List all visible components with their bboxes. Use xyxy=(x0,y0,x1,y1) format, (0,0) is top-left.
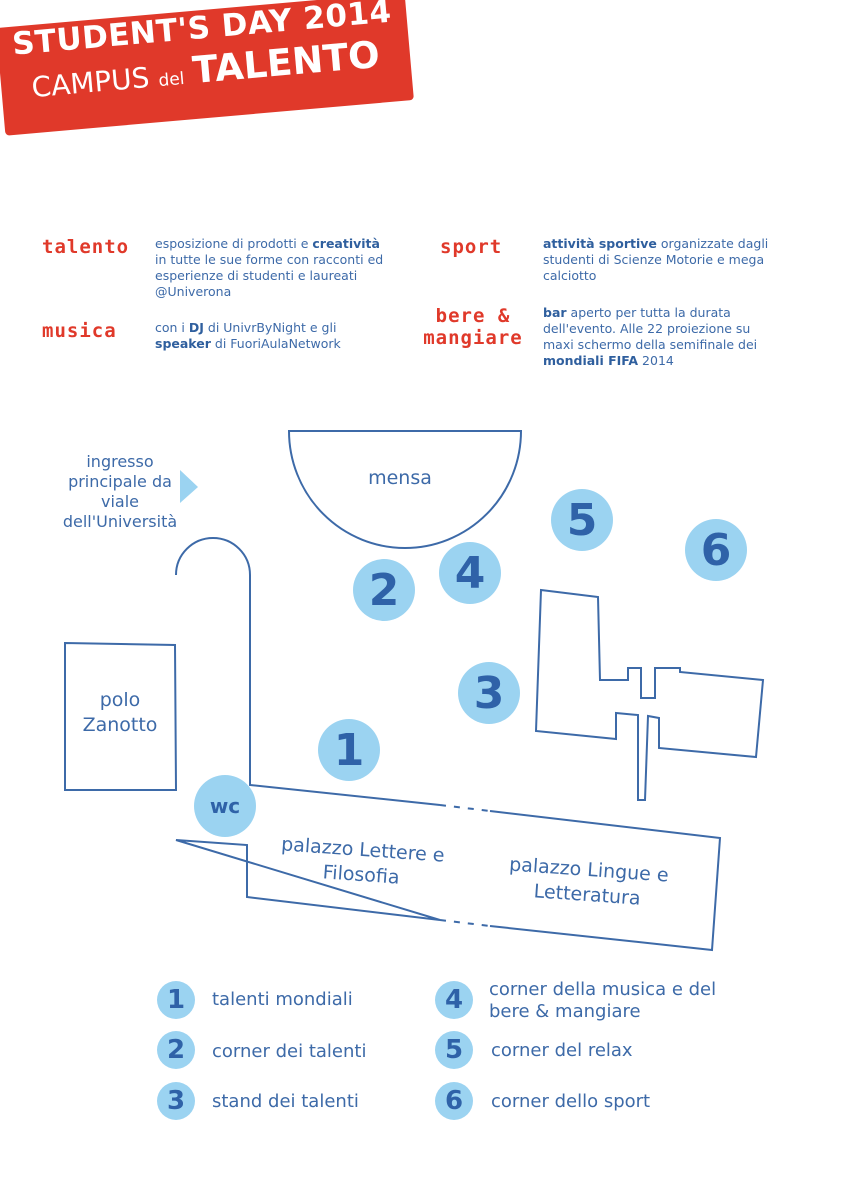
marker-1[interactable]: 1 xyxy=(318,719,380,781)
category-sport: sport xyxy=(440,236,503,258)
legend-number: 5 xyxy=(435,1031,473,1069)
category-sport-desc: attività sportive organizzate dagli stud… xyxy=(543,236,783,284)
desc-bold: mondiali FIFA xyxy=(543,353,639,368)
marker-3[interactable]: 3 xyxy=(458,662,520,724)
legend-label: corner della musica e del bere & mangiar… xyxy=(489,979,717,1022)
desc-bold: DJ xyxy=(188,320,204,335)
legend-label: corner dei talenti xyxy=(212,1041,367,1062)
category-bere-mangiare: bere & mangiare xyxy=(423,305,523,349)
category-talento: talento xyxy=(42,236,130,258)
desc-text: 2014 xyxy=(638,353,674,368)
desc-text: con i xyxy=(155,320,189,335)
legend-label: talenti mondiali xyxy=(212,989,353,1010)
marker-4[interactable]: 4 xyxy=(439,542,501,604)
legend-number: 2 xyxy=(157,1031,195,1069)
main-building xyxy=(175,537,722,952)
legend-label: stand dei talenti xyxy=(212,1091,359,1112)
desc-bold: creatività xyxy=(312,236,380,251)
category-musica-desc: con i DJ di UnivrByNight e gli speaker d… xyxy=(155,320,395,352)
desc-text: aperto per tutta la durata dell'evento. … xyxy=(543,305,758,352)
category-musica: musica xyxy=(42,320,117,342)
legend-label: corner dello sport xyxy=(491,1091,651,1112)
legend-number: 6 xyxy=(435,1082,473,1120)
desc-text: in tutte le sue forme con racconti ed es… xyxy=(155,252,384,299)
mensa-label: mensa xyxy=(368,467,432,489)
entrance-label: ingresso principale da viale dell'Univer… xyxy=(62,452,178,531)
marker-6[interactable]: 6 xyxy=(685,519,747,581)
right-building xyxy=(534,588,765,801)
polo-zanotto-building xyxy=(64,641,178,791)
polo-zanotto-label: polo Zanotto xyxy=(82,689,158,736)
desc-text: di UnivrByNight e gli xyxy=(203,320,337,335)
marker-5[interactable]: 5 xyxy=(551,489,613,551)
category-bere-desc: bar aperto per tutta la durata dell'even… xyxy=(543,305,783,369)
marker-2[interactable]: 2 xyxy=(353,559,415,621)
legend-label: corner del relax xyxy=(491,1040,633,1061)
desc-bold: speaker xyxy=(155,336,211,351)
marker-wc[interactable]: wc xyxy=(194,775,256,837)
legend-number: 4 xyxy=(435,981,473,1019)
desc-bold: attività sportive xyxy=(543,236,657,251)
category-talento-desc: esposizione di prodotti e creatività in … xyxy=(155,236,395,300)
entrance-arrow-icon xyxy=(180,470,198,503)
desc-text: organizzate dagli studenti di Scienze Mo… xyxy=(543,236,769,283)
desc-text: esposizione di prodotti e xyxy=(155,236,313,251)
mensa-building xyxy=(287,430,523,549)
desc-text: di FuoriAulaNetwork xyxy=(210,336,341,351)
legend-number: 3 xyxy=(157,1082,195,1120)
legend-number: 1 xyxy=(157,981,195,1019)
desc-bold: bar xyxy=(543,305,567,320)
